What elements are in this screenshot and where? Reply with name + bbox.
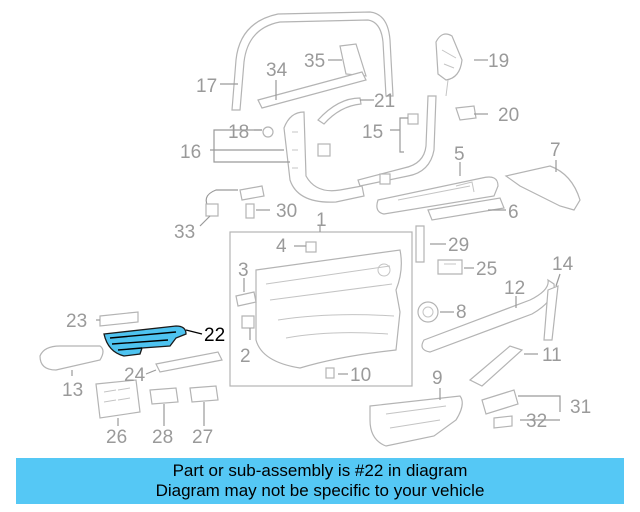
part-1-box [229,231,413,387]
part-6-trim [427,197,505,221]
part-16-clip [317,143,331,157]
label-18: 18 [228,122,249,143]
part-10-clip [325,367,335,379]
label-7: 7 [550,140,561,161]
parts-diagram: 1 2 3 4 5 6 7 8 9 10 11 12 13 14 15 16 1… [39,11,591,448]
part-18-grommet [262,126,274,138]
part-13-handle [39,345,104,371]
part-29-strip [415,225,425,263]
label-28: 28 [152,427,173,448]
part-35-bracket [339,43,367,77]
label-2: 2 [240,346,251,367]
label-9: 9 [432,368,443,389]
part-27-switch [189,385,219,403]
label-23: 23 [66,311,87,332]
label-19: 19 [488,51,509,72]
label-33: 33 [174,222,195,243]
banner-line-1: Part or sub-assembly is #22 in diagram [172,461,468,480]
highlight-leader [185,329,203,335]
leader-lines [71,59,561,426]
part-19-mirror [435,33,463,97]
label-13: 13 [62,380,83,401]
part-1-door-panel [255,249,402,369]
label-30: 30 [276,201,297,222]
part-34-strip [257,71,367,109]
part-3-switch [235,291,257,307]
part-21-molding [317,97,362,125]
part-26-switch-pack [95,379,141,419]
part-33-harness [205,189,238,217]
label-14: 14 [552,254,574,275]
part-7-end-trim [504,165,581,211]
label-26: 26 [106,427,127,448]
part-4-clip [305,241,317,253]
label-31: 31 [570,397,591,418]
part-30-handle [239,185,265,219]
label-15: 15 [362,122,383,143]
label-29: 29 [448,235,469,256]
label-35: 35 [304,51,325,72]
label-1: 1 [316,210,327,231]
label-22: 22 [204,325,225,346]
part-14-trim [543,285,559,341]
part-9-lower-trim [369,395,463,447]
banner-line-2: Diagram may not be specific to your vehi… [155,481,485,500]
label-24: 24 [124,365,146,386]
label-8: 8 [456,302,467,323]
part-15-clip [407,113,419,125]
label-5: 5 [454,144,465,165]
part-17-frame [231,11,394,111]
part-15-clip-2 [379,173,391,185]
label-16: 16 [180,142,201,163]
label-21: 21 [374,91,395,112]
info-banner: Part or sub-assembly is #22 in diagram D… [16,458,624,504]
part-8-speaker [417,301,439,323]
label-11: 11 [542,345,562,366]
label-12: 12 [504,278,525,299]
part-16-inner-frame [283,111,365,203]
part-12-pad [421,278,555,353]
part-32-switch [493,415,513,429]
label-4: 4 [276,236,287,257]
label-17: 17 [196,76,217,97]
part-22-highlighted [103,325,187,357]
label-20: 20 [498,105,519,126]
part-23-trim [99,311,139,327]
part-31-switch [481,389,519,415]
part-5-armrest [376,176,499,215]
label-34: 34 [266,60,288,81]
label-10: 10 [350,365,371,386]
part-28-switch [149,387,179,405]
part-25-switch [437,259,463,275]
label-25: 25 [476,259,497,280]
part-2-socket [241,315,255,329]
part-24-trim [155,351,223,373]
label-6: 6 [508,202,519,223]
part-20-clip [455,105,477,121]
part-11-insert [468,345,524,387]
label-32: 32 [526,411,547,432]
label-3: 3 [238,260,249,281]
label-27: 27 [192,427,213,448]
